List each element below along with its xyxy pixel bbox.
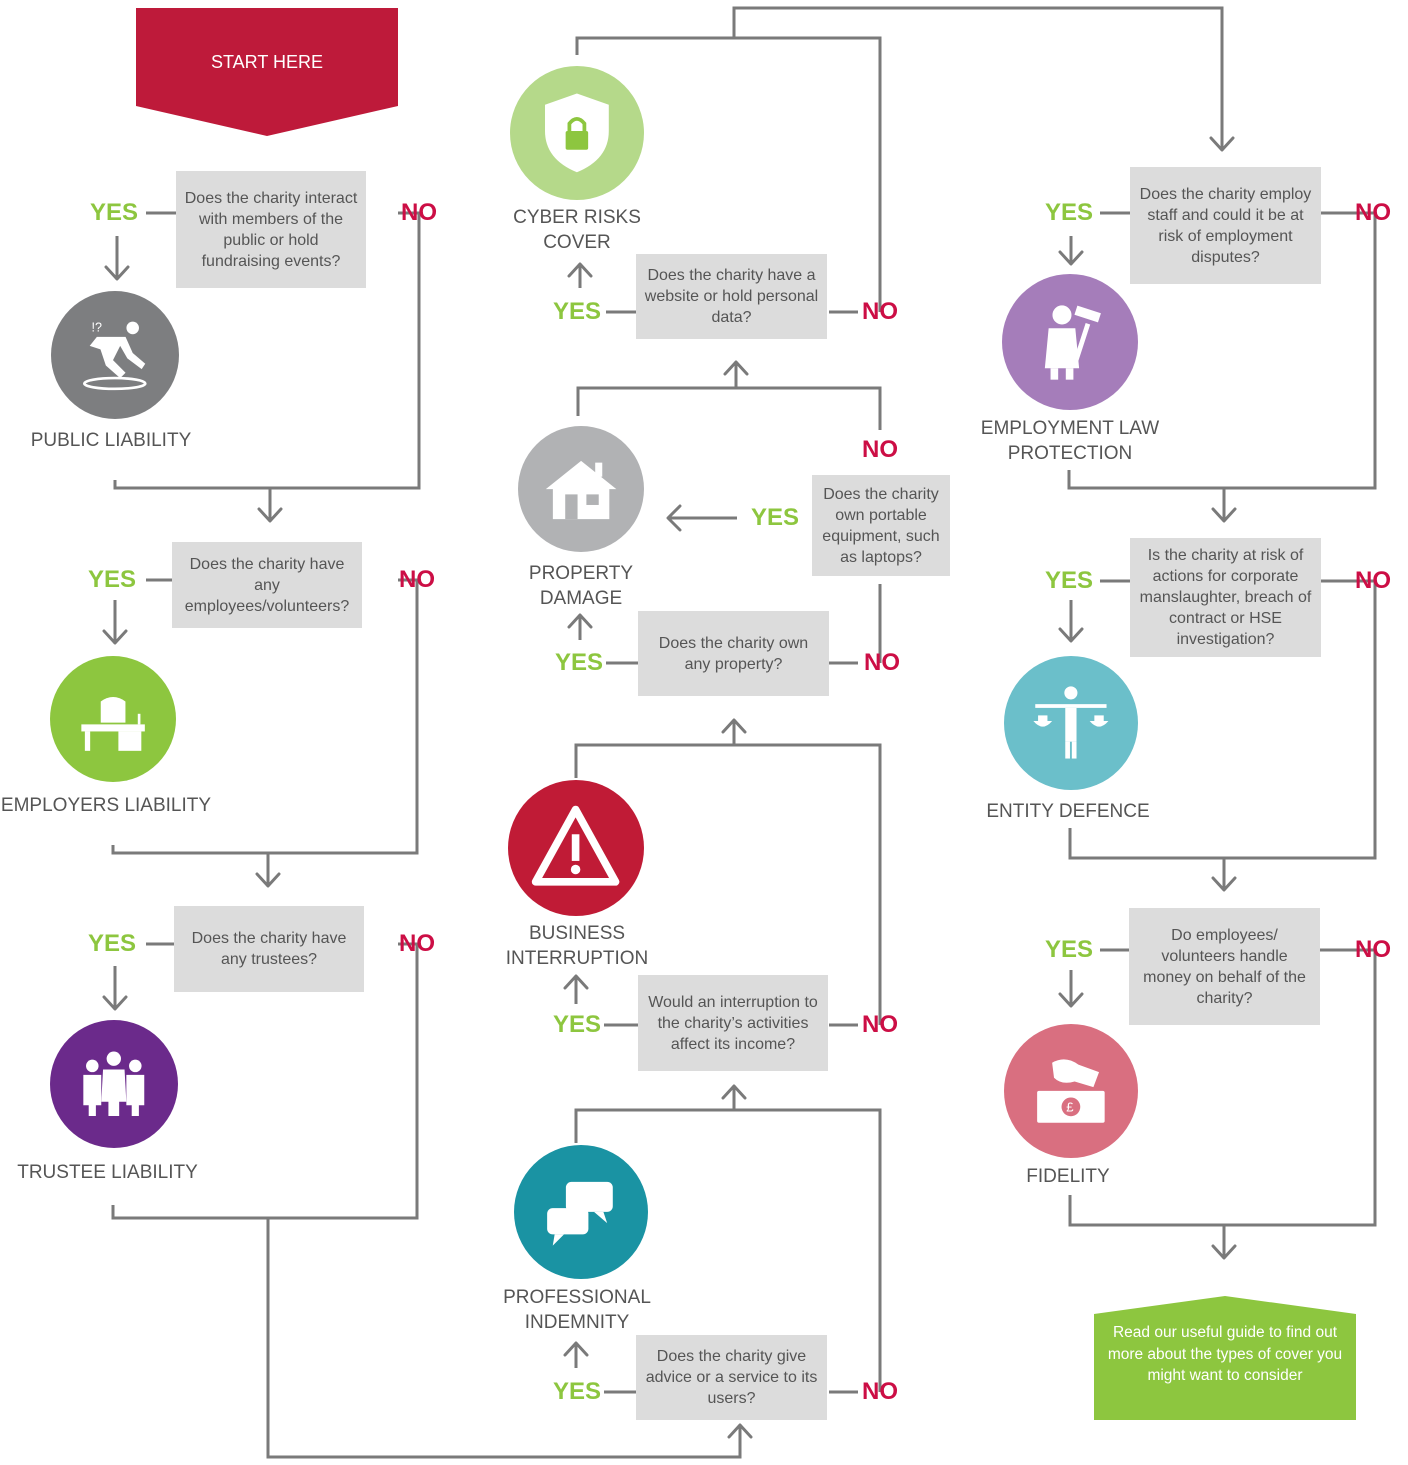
no-label: NO <box>862 1011 898 1038</box>
no-label: NO <box>862 1378 898 1405</box>
no-label: NO <box>399 930 435 957</box>
business-interruption-circle <box>508 780 644 916</box>
professional-indemnity-circle <box>514 1145 648 1279</box>
employment-law-label: EMPLOYMENT LAW PROTECTION <box>980 418 1160 464</box>
speech-bubbles-icon <box>547 1181 613 1246</box>
shield-lock-icon <box>545 93 609 173</box>
yes-label: YES <box>555 649 604 676</box>
question-trustees: Does the charity have any trustees? <box>174 906 364 992</box>
employment-law-circle <box>1002 274 1138 410</box>
yes-label: YES <box>553 1378 602 1405</box>
end-banner[interactable] <box>1094 1296 1356 1420</box>
employers-liability-label: EMPLOYERS LIABILITY <box>0 795 212 816</box>
question-staff: Does the charity employ staff and could … <box>1130 167 1321 284</box>
property-damage-label: PROPERTY DAMAGE <box>528 563 634 609</box>
question-advice: Does the charity give advice or a servic… <box>636 1335 827 1420</box>
office-desk-icon <box>81 696 145 751</box>
question-website: Does the charity have a website or hold … <box>636 254 827 339</box>
public-liability-label: PUBLIC LIABILITY <box>30 430 192 451</box>
entity-defence-label: ENTITY DEFENCE <box>986 801 1150 822</box>
yes-label: YES <box>88 930 137 957</box>
trustee-liability-label: TRUSTEE LIABILITY <box>17 1162 198 1183</box>
yes-label: YES <box>1045 936 1094 963</box>
no-label: NO <box>864 649 900 676</box>
question-portable: Does the charity own portable equipment,… <box>812 475 950 576</box>
no-label: NO <box>401 199 437 226</box>
money-hand-icon: £ <box>1037 1059 1105 1123</box>
question-money: Do employees/ volunteers handle money on… <box>1129 908 1320 1025</box>
no-label: NO <box>1355 199 1391 226</box>
svg-text:!?: !? <box>92 321 102 335</box>
question-property: Does the charity own any property? <box>638 611 829 696</box>
employers-liability-circle <box>50 656 176 782</box>
no-label: NO <box>1355 567 1391 594</box>
start-banner <box>136 8 398 136</box>
scales-icon <box>1033 686 1109 759</box>
judge-gavel-icon <box>1045 305 1102 381</box>
yes-label: YES <box>90 199 139 226</box>
yes-label: YES <box>553 298 602 325</box>
no-label: NO <box>399 566 435 593</box>
cyber-risks-label: CYBER RISKS COVER <box>513 207 641 253</box>
people-group-icon <box>83 1051 145 1117</box>
yes-label: YES <box>1045 199 1094 226</box>
question-employees: Does the charity have any employees/volu… <box>172 542 362 628</box>
no-label: NO <box>862 436 898 463</box>
fidelity-circle: £ <box>1004 1024 1138 1158</box>
warning-triangle-icon <box>532 806 620 887</box>
question-interruption: Would an interruption to the charity’s a… <box>638 975 828 1071</box>
fidelity-label: FIDELITY <box>1026 1166 1110 1187</box>
yes-label: YES <box>553 1011 602 1038</box>
yes-label: YES <box>751 504 800 531</box>
no-label: NO <box>862 298 898 325</box>
trustee-liability-circle <box>50 1020 178 1148</box>
question-manslaughter: Is the charity at risk of actions for co… <box>1130 538 1321 657</box>
svg-text:£: £ <box>1066 1100 1074 1115</box>
professional-indemnity-label: PROFESSIONAL INDEMNITY <box>503 1287 651 1333</box>
start-label: START HERE <box>210 52 324 72</box>
slip-hazard-icon: !? <box>83 321 147 391</box>
entity-defence-circle <box>1004 656 1138 790</box>
property-damage-circle <box>518 426 644 552</box>
public-liability-circle: !? <box>51 291 179 419</box>
cyber-risks-circle <box>510 66 644 200</box>
yes-label: YES <box>88 566 137 593</box>
question-public: Does the charity interact with members o… <box>176 171 366 288</box>
no-label: NO <box>1355 936 1391 963</box>
yes-label: YES <box>1045 567 1094 594</box>
business-interruption-label: BUSINESS INTERRUPTION <box>505 923 649 969</box>
house-icon <box>545 460 617 519</box>
end-label[interactable]: Read our useful guide to find out more a… <box>1107 1324 1343 1384</box>
